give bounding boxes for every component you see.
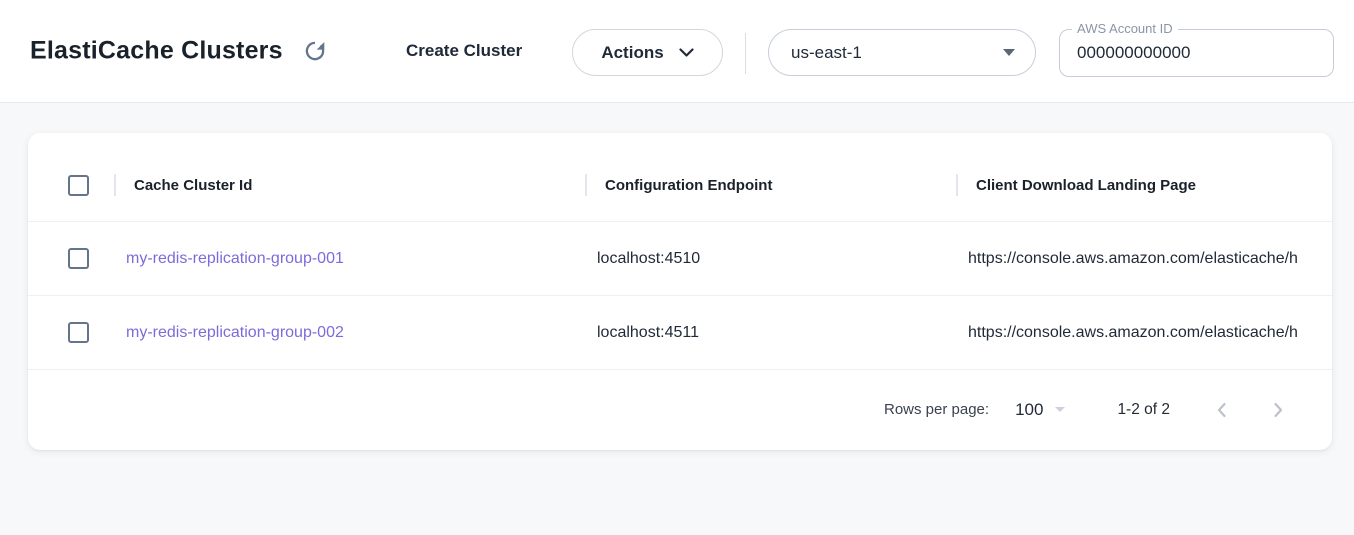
column-header-configuration-endpoint[interactable]: Configuration Endpoint — [585, 174, 956, 196]
cache-cluster-id-cell: my-redis-replication-group-001 — [114, 250, 585, 268]
select-all-checkbox[interactable] — [68, 174, 89, 196]
chevron-left-icon — [1211, 399, 1233, 421]
aws-account-id-label: AWS Account ID — [1072, 21, 1178, 36]
next-page-button[interactable] — [1260, 392, 1296, 428]
actions-button-label: Actions — [601, 42, 664, 62]
cache-cluster-id-cell: my-redis-replication-group-002 — [114, 324, 585, 342]
pagination-range-label: 1-2 of 2 — [1117, 400, 1170, 418]
column-header-client-download-landing-page[interactable]: Client Download Landing Page — [956, 174, 1332, 196]
client-download-landing-page-cell: https://console.aws.amazon.com/elasticac… — [968, 323, 1298, 341]
dropdown-caret-icon — [1055, 407, 1066, 412]
clusters-table-card: Cache Cluster Id Configuration Endpoint … — [28, 133, 1332, 450]
header-checkbox-cell — [28, 174, 114, 196]
cluster-link[interactable]: my-redis-replication-group-001 — [126, 249, 344, 267]
row-checkbox[interactable] — [68, 248, 89, 269]
cluster-link[interactable]: my-redis-replication-group-002 — [126, 323, 344, 341]
column-separator — [585, 174, 587, 196]
chevron-down-icon — [679, 47, 694, 58]
aws-account-id-input[interactable] — [1077, 43, 1316, 63]
region-select[interactable]: us-east-1 — [768, 29, 1036, 76]
region-select-value: us-east-1 — [791, 42, 862, 62]
column-header-cache-cluster-id[interactable]: Cache Cluster Id — [114, 174, 585, 196]
configuration-endpoint-cell: localhost:4510 — [597, 249, 701, 267]
app-header: ElastiCache Clusters Create Cluster Acti… — [0, 0, 1354, 103]
rows-per-page-label: Rows per page: — [884, 401, 990, 418]
page-title: ElastiCache Clusters — [30, 36, 283, 65]
table-header-row: Cache Cluster Id Configuration Endpoint … — [28, 149, 1332, 222]
rows-per-page-value: 100 — [1015, 399, 1044, 419]
actions-button[interactable]: Actions — [572, 29, 723, 76]
dropdown-caret-icon — [1003, 49, 1015, 56]
aws-account-id-field: AWS Account ID — [1059, 21, 1334, 77]
row-checkbox[interactable] — [68, 322, 89, 343]
create-cluster-button[interactable]: Create Cluster — [406, 41, 523, 60]
configuration-endpoint-cell: localhost:4511 — [597, 323, 699, 341]
table-row: my-redis-replication-group-002 localhost… — [28, 296, 1332, 370]
client-download-landing-page-cell: https://console.aws.amazon.com/elasticac… — [968, 249, 1298, 267]
page-content: Cache Cluster Id Configuration Endpoint … — [0, 103, 1354, 450]
refresh-icon — [302, 38, 328, 64]
chevron-right-icon — [1267, 399, 1289, 421]
column-separator — [114, 174, 116, 196]
previous-page-button[interactable] — [1204, 392, 1240, 428]
refresh-button[interactable] — [300, 36, 330, 66]
header-divider — [745, 33, 746, 74]
column-separator — [956, 174, 958, 196]
row-checkbox-cell — [28, 248, 114, 269]
pagination: Rows per page: 100 1-2 of 2 — [28, 370, 1332, 449]
rows-per-page-select[interactable]: 100 — [1015, 399, 1066, 420]
table-row: my-redis-replication-group-001 localhost… — [28, 222, 1332, 296]
row-checkbox-cell — [28, 322, 114, 343]
